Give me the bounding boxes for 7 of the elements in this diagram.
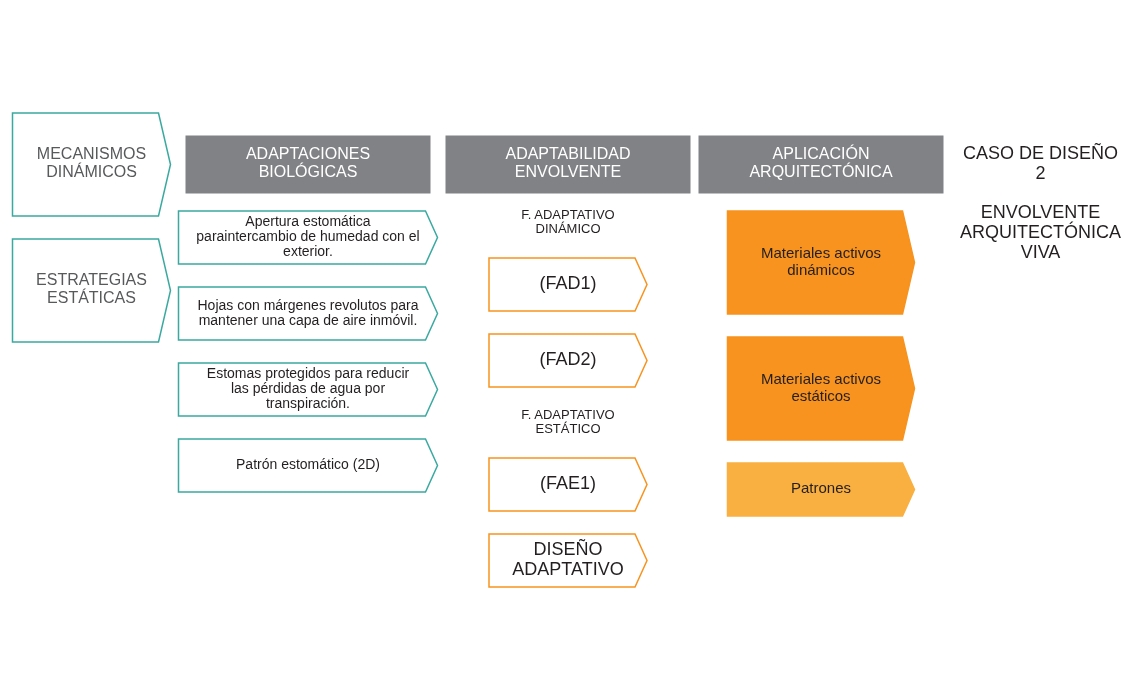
label: ENVOLVENTE ARQUITECTÓNICA VIVA <box>959 201 1122 262</box>
label: ADAPTABILIDAD ENVOLVENTE <box>505 145 631 181</box>
label: F. ADAPTATIVO DINÁMICO <box>521 206 615 236</box>
label: APLICACIÓN ARQUITECTÓNICA <box>749 145 893 181</box>
label: ADAPTACIONES BIOLÓGICAS <box>245 145 371 181</box>
label: F. ADAPTATIVO ESTÁTICO <box>521 406 615 436</box>
label: CASO DE DISEÑO 2 <box>962 142 1119 183</box>
